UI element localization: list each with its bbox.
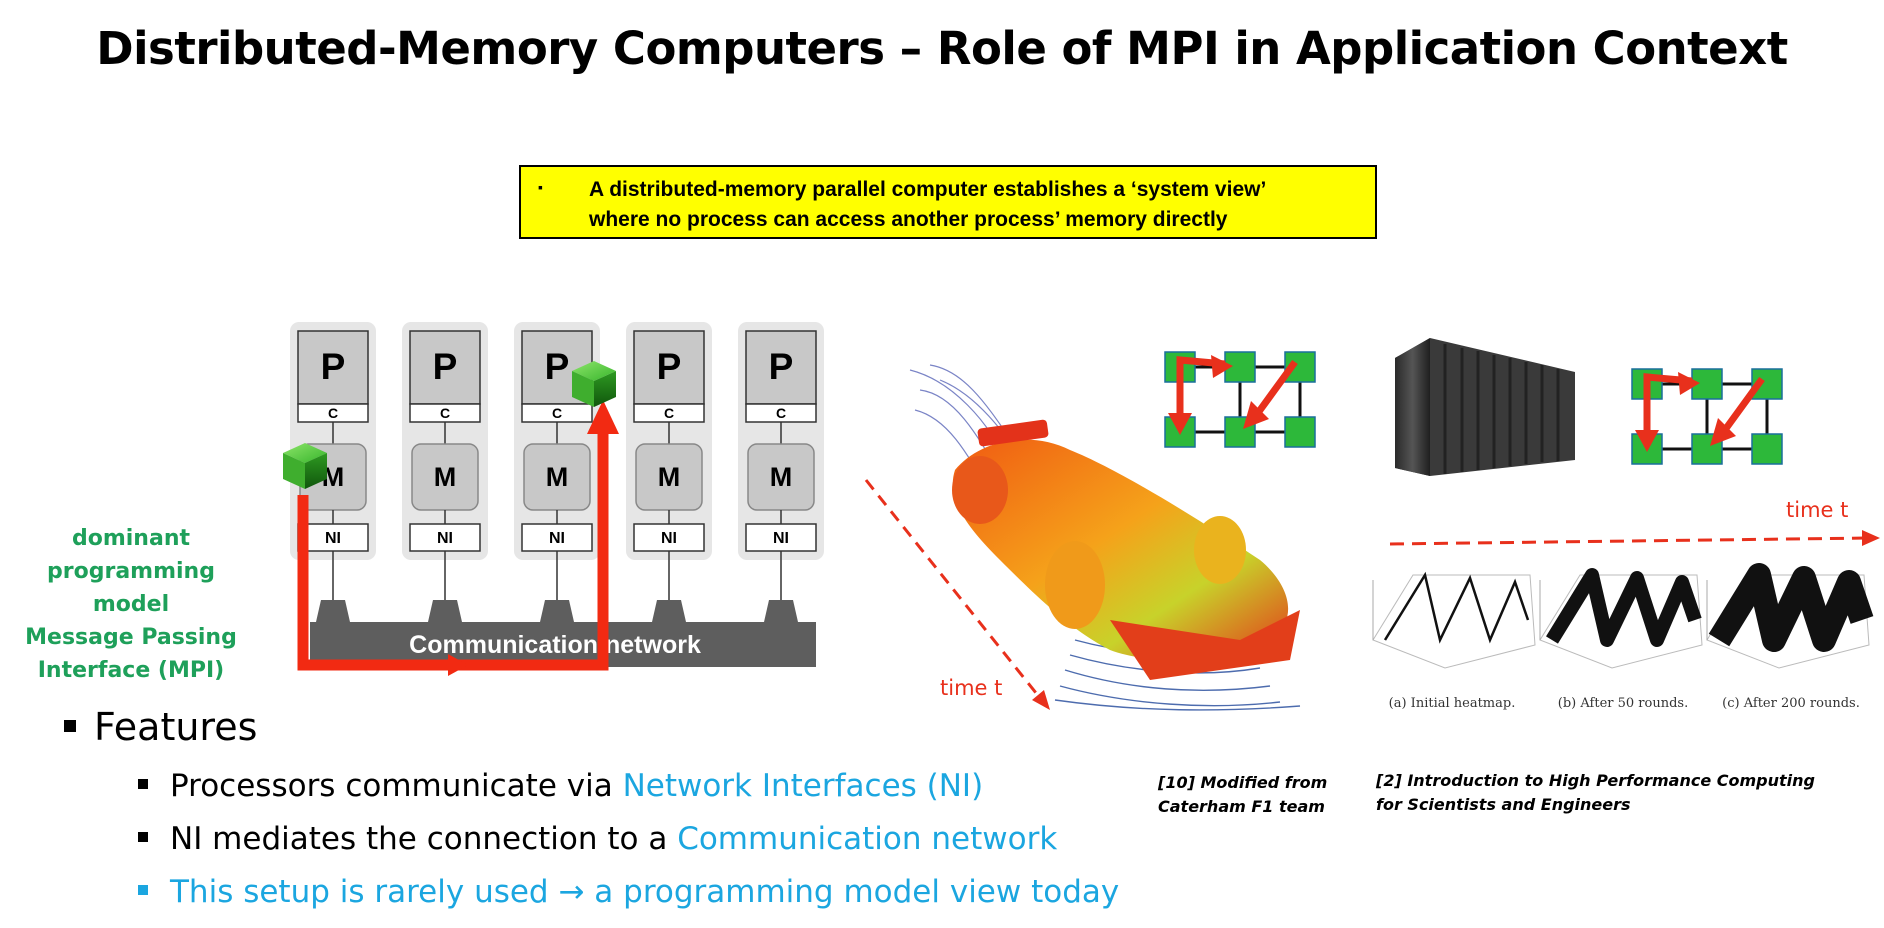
- cache-label: C: [664, 405, 674, 421]
- features-list: Features: [64, 705, 257, 749]
- process-grid-diagram-a: [1164, 351, 1316, 448]
- processor-label: P: [545, 346, 570, 387]
- processor-label: P: [657, 346, 682, 387]
- processor-box: [409, 330, 481, 405]
- grid-arrow: [1176, 356, 1226, 415]
- heatmap-caption-c: (c) After 200 rounds.: [1722, 696, 1860, 711]
- network-port: [652, 600, 686, 622]
- mpi-label-line-4: Interface (MPI): [37, 658, 225, 683]
- features-heading: Features: [64, 705, 257, 749]
- grid-node: [1284, 416, 1316, 448]
- processor-box: [745, 330, 817, 405]
- square-bullet-icon: [138, 831, 148, 842]
- network-port: [764, 600, 798, 622]
- grid-arrow: [1252, 359, 1298, 420]
- network-port: [540, 600, 574, 622]
- message-arrow-head: [587, 400, 619, 434]
- supercomputer-rack-image: [1395, 338, 1575, 476]
- page-title: Distributed-Memory Computers – Role of M…: [96, 22, 1788, 75]
- grid-arrow: [1719, 376, 1765, 437]
- processor-label: P: [433, 346, 458, 387]
- grid-arrow: [1643, 373, 1693, 432]
- cache-label: C: [552, 405, 562, 421]
- time-label-right: time t: [1786, 498, 1849, 522]
- square-bullet-icon: [138, 778, 148, 789]
- network-interface-label: NI: [773, 530, 789, 547]
- definition-box: ▪ A distributed-memory parallel computer…: [519, 165, 1377, 239]
- feature-item: NI mediates the connection to a Communic…: [138, 821, 1057, 857]
- memory-label: M: [770, 462, 793, 492]
- square-bullet-icon: [64, 719, 76, 732]
- time-arrow-left: [864, 479, 1042, 699]
- heatmap-plot-a: [1372, 571, 1536, 669]
- compute-node: P C M NI: [738, 322, 824, 622]
- network-port: [316, 600, 350, 622]
- memory-label: M: [546, 462, 569, 492]
- message-path-midarrow: [448, 654, 468, 676]
- mpi-label-line-2: programming model: [47, 559, 215, 617]
- cache-label: C: [328, 405, 338, 421]
- compute-node: P C M NI: [290, 322, 376, 622]
- feature-item: This setup is rarely used → a programmin…: [138, 874, 1119, 910]
- definition-line-1: A distributed-memory parallel computer e…: [589, 178, 1267, 201]
- time-arrow-right: [1389, 536, 1871, 546]
- heatmap-caption-b: (b) After 50 rounds.: [1558, 696, 1688, 711]
- process-grid-diagram-b: [1631, 368, 1783, 465]
- citation-f1: [10] Modified from Caterham F1 team: [1158, 773, 1328, 816]
- network-port: [428, 600, 462, 622]
- network-interface-label: NI: [325, 530, 341, 547]
- mpi-label-line-3: Message Passing: [25, 625, 237, 650]
- grid-node: [1751, 433, 1783, 465]
- data-cube-source-icon: [283, 443, 327, 489]
- heatmap-plot-c: [1706, 563, 1874, 669]
- network-interface-label: NI: [549, 530, 565, 547]
- memory-label: M: [322, 462, 345, 492]
- processor-label: P: [769, 346, 794, 387]
- processor-label: P: [321, 346, 346, 387]
- processor-box: [297, 330, 369, 405]
- square-bullet-icon: [138, 884, 148, 895]
- heatmap-caption-a: (a) Initial heatmap.: [1389, 696, 1516, 711]
- compute-node: P C M NI: [626, 322, 712, 622]
- cache-label: C: [440, 405, 450, 421]
- cache-label: C: [776, 405, 786, 421]
- mpi-label: dominant programming model Message Passi…: [6, 522, 256, 687]
- bullet-icon: ▪: [538, 179, 543, 195]
- data-cube-destination-icon: [572, 361, 616, 407]
- heatmap-plot-b: [1539, 568, 1703, 669]
- memory-label: M: [658, 462, 681, 492]
- citation-hpc: [2] Introduction to High Performance Com…: [1376, 771, 1815, 814]
- definition-line-2: where no process can access another proc…: [589, 208, 1228, 231]
- time-label-left: time t: [940, 676, 1003, 700]
- communication-network-label: Communication network: [409, 631, 701, 659]
- feature-item: Processors communicate via Network Inter…: [138, 768, 983, 804]
- network-interface-label: NI: [661, 530, 677, 547]
- compute-node: P C M NI: [402, 322, 488, 622]
- network-interface-box: [521, 523, 593, 552]
- network-interface-box: [633, 523, 705, 552]
- memory-label: M: [434, 462, 457, 492]
- f1-car-simulation-image: [909, 364, 1301, 711]
- mpi-label-line-1: dominant: [71, 526, 190, 551]
- network-interface-box: [297, 523, 369, 552]
- network-interface-label: NI: [437, 530, 453, 547]
